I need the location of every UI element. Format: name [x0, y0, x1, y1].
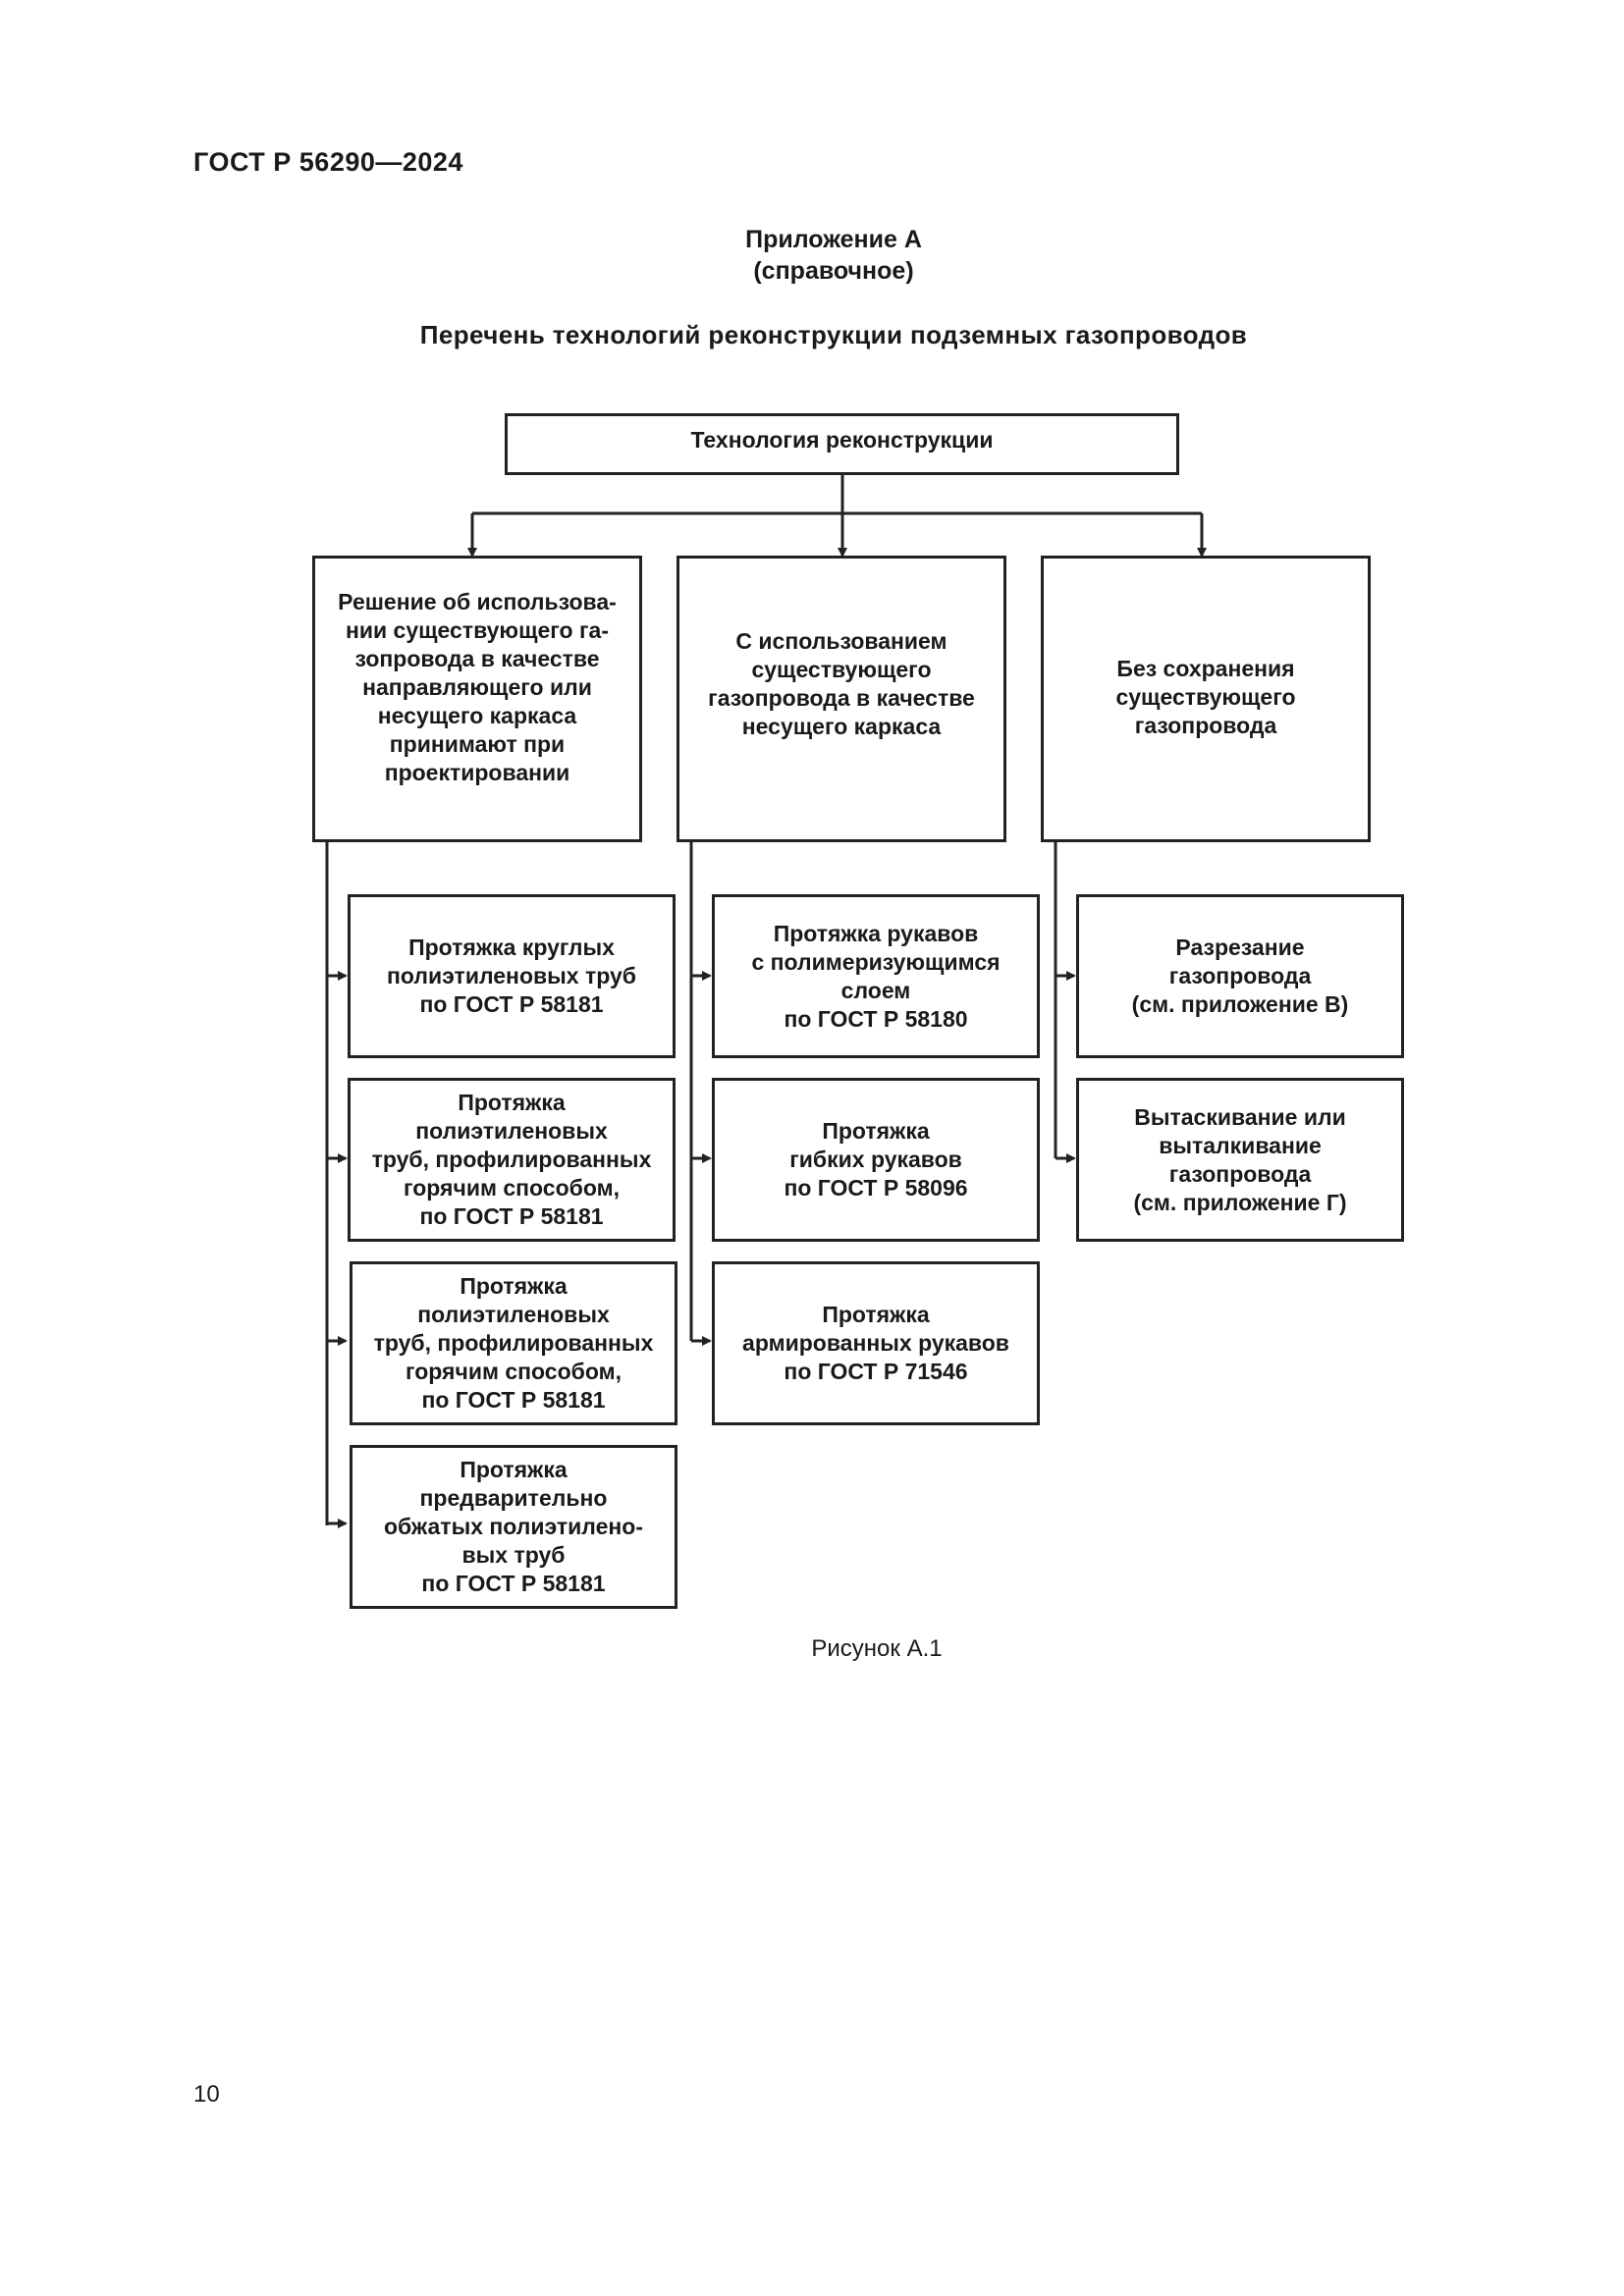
tech-box-profiled-pe-pipes-1: Протяжка полиэтиленовых труб, профилиров…: [348, 1078, 676, 1242]
root-box: Технология реконструкции: [505, 413, 1179, 475]
figure-title: Перечень технологий реконструкции подзем…: [419, 320, 1248, 349]
category-box-decision: Решение об использова- нии существующего…: [312, 556, 642, 842]
tech-box-flexible-hoses: Протяжка гибких рукавов по ГОСТ Р 58096: [712, 1078, 1040, 1242]
appendix-title: Приложение А: [745, 226, 922, 253]
tech-box-pipeline-extraction: Вытаскивание или выталкивание газопровод…: [1076, 1078, 1404, 1242]
figure-caption: Рисунок А.1: [811, 1635, 943, 1662]
page-number: 10: [193, 2081, 220, 2108]
category-box-with-existing: С использованием существующего газопрово…: [677, 556, 1006, 842]
category-box-without-existing: Без сохранения существующего газопровода: [1041, 556, 1371, 842]
tech-box-precompressed-pe-pipes: Протяжка предварительно обжатых полиэтил…: [350, 1445, 677, 1609]
tech-box-reinforced-hoses: Протяжка армированных рукавов по ГОСТ Р …: [712, 1261, 1040, 1425]
tech-box-pipeline-cutting: Разрезание газопровода (см. приложение В…: [1076, 894, 1404, 1058]
document-standard-header: ГОСТ Р 56290—2024: [193, 147, 463, 177]
tech-box-polymerizing-hoses: Протяжка рукавов с полимеризующимся слое…: [712, 894, 1040, 1058]
appendix-note: (справочное): [753, 257, 914, 285]
tech-box-profiled-pe-pipes-2: Протяжка полиэтиленовых труб, профилиров…: [350, 1261, 677, 1425]
tech-box-round-pe-pipes: Протяжка круглых полиэтиленовых труб по …: [348, 894, 676, 1058]
